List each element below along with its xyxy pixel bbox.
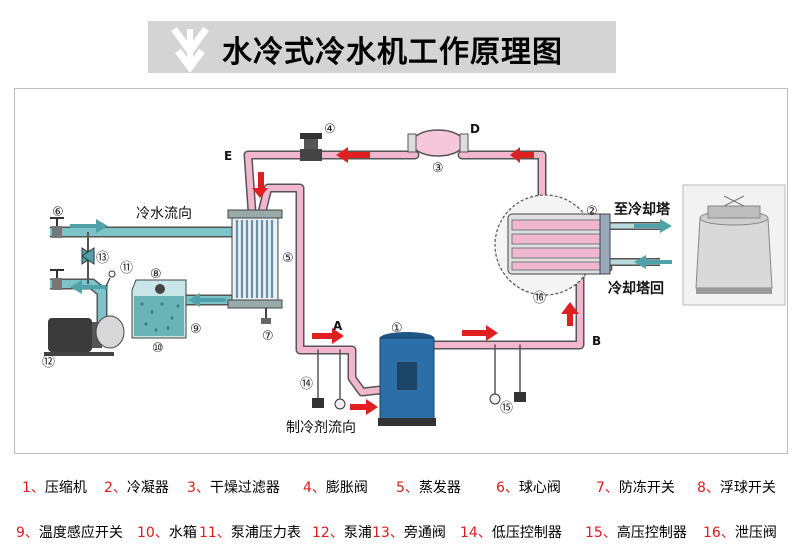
marker-7: ⑦ <box>262 329 274 344</box>
legend-item: 1、压缩机 <box>22 477 87 497</box>
legend-number: 4、 <box>303 480 326 496</box>
legend-item: 13、旁通阀 <box>372 522 446 542</box>
dryer-filter <box>407 129 469 157</box>
point-e-label: E <box>224 149 232 163</box>
legend-text: 压缩机 <box>44 480 87 496</box>
down-arrow-icon <box>171 26 209 73</box>
legend-item: 9、温度感应开关 <box>16 522 123 542</box>
legend-number: 3、 <box>187 480 210 496</box>
marker-14: ⑭ <box>300 377 313 392</box>
legend-text: 水箱 <box>168 525 197 541</box>
chilled-water-flow-label: 冷水流向 <box>136 206 192 222</box>
legend-number: 15、 <box>585 525 617 541</box>
point-b-label: B <box>592 334 601 348</box>
legend-text: 球心阀 <box>518 480 561 496</box>
legend-item: 10、水箱 <box>137 522 197 542</box>
legend-text: 泵浦 <box>343 525 372 541</box>
marker-12: ⑫ <box>42 355 55 370</box>
condenser <box>494 194 611 296</box>
legend-item: 2、冷凝器 <box>104 477 169 497</box>
legend-number: 7、 <box>596 480 619 496</box>
legend-text: 浮球开关 <box>719 480 776 496</box>
legend-text: 干燥过滤器 <box>209 480 280 496</box>
evaporator <box>227 209 283 309</box>
legend-item: 8、浮球开关 <box>697 477 776 497</box>
legend-number: 5、 <box>396 480 419 496</box>
legend-text: 温度感应开关 <box>38 525 123 541</box>
marker-1: ① <box>391 321 403 336</box>
diagram-frame <box>14 88 788 454</box>
legend-item: 5、蒸发器 <box>396 477 461 497</box>
page-title: 水冷式冷水机工作原理图 <box>222 35 563 70</box>
to-cooling-tower-label: 至冷却塔 <box>614 201 671 218</box>
marker-13: ⑬ <box>96 251 109 266</box>
legend-text: 泵浦压力表 <box>230 525 301 541</box>
from-cooling-tower-label: 冷却塔回 <box>608 280 664 297</box>
ball-valve <box>50 217 64 290</box>
legend-number: 9、 <box>16 525 39 541</box>
legend-item: 6、球心阀 <box>496 477 561 497</box>
point-d-label: D <box>470 122 480 136</box>
low-pressure-controller <box>312 398 346 410</box>
legend-text: 冷凝器 <box>126 480 169 496</box>
legend-number: 12、 <box>312 525 344 541</box>
marker-10: ⑩ <box>152 341 164 356</box>
high-pressure-controller <box>489 392 526 405</box>
water-tank <box>131 279 187 339</box>
expansion-valve <box>300 133 322 161</box>
legend-number: 10、 <box>137 525 169 541</box>
marker-4: ④ <box>324 122 336 137</box>
legend-item: 15、高压控制器 <box>585 522 687 542</box>
legend-text: 高压控制器 <box>616 525 687 541</box>
legend-number: 1、 <box>22 480 45 496</box>
refrigerant-flow-arrows <box>252 147 579 415</box>
marker-8: ⑧ <box>150 267 162 282</box>
pump-pressure-gauge <box>105 270 116 287</box>
legend-item: 3、干燥过滤器 <box>187 477 280 497</box>
point-a-label: A <box>333 319 343 333</box>
marker-11: ⑪ <box>120 261 133 276</box>
legend-item: 11、泵浦压力表 <box>199 522 301 542</box>
legend-number: 6、 <box>496 480 519 496</box>
cooling-tower <box>682 184 786 306</box>
marker-6: ⑥ <box>52 205 64 220</box>
legend-number: 13、 <box>372 525 404 541</box>
marker-16: ⑯ <box>533 291 546 306</box>
legend-item: 7、防冻开关 <box>596 477 675 497</box>
legend-item: 4、膨胀阀 <box>303 477 368 497</box>
legend-number: 11、 <box>199 525 231 541</box>
bypass-valve <box>81 247 95 265</box>
refrigerant-flow-label: 制冷剂流向 <box>286 420 356 436</box>
pump <box>44 315 125 356</box>
legend-text: 低压控制器 <box>491 525 562 541</box>
legend-text: 泄压阀 <box>734 525 777 541</box>
legend-text: 旁通阀 <box>403 525 446 541</box>
water-flow-arrows <box>70 219 672 307</box>
legend-number: 8、 <box>697 480 720 496</box>
legend-text: 蒸发器 <box>418 480 461 496</box>
marker-2: ② <box>586 204 598 219</box>
compressor <box>378 332 436 426</box>
legend-text: 膨胀阀 <box>325 480 368 496</box>
diagram-labels: E D A B 冷水流向 至冷却塔 冷却塔回 制冷剂流向 <box>136 122 671 436</box>
legend-number: 14、 <box>460 525 492 541</box>
legend-number: 2、 <box>104 480 127 496</box>
legend-item: 12、泵浦 <box>312 522 372 542</box>
legend-number: 16、 <box>703 525 735 541</box>
marker-15: ⑮ <box>500 401 513 416</box>
component-markers: ① ② ③ ④ ⑤ ⑥ ⑦ ⑧ ⑨ ⑩ ⑪ ⑫ ⑬ ⑭ ⑮ ⑯ <box>42 122 598 416</box>
legend-item: 14、低压控制器 <box>460 522 562 542</box>
marker-3: ③ <box>432 161 444 176</box>
legend-item: 16、泄压阀 <box>703 522 777 542</box>
legend-text: 防冻开关 <box>618 480 675 496</box>
antifreeze-switch <box>261 308 271 324</box>
marker-5: ⑤ <box>282 251 294 266</box>
marker-9: ⑨ <box>190 322 202 337</box>
title-bar <box>148 21 616 73</box>
